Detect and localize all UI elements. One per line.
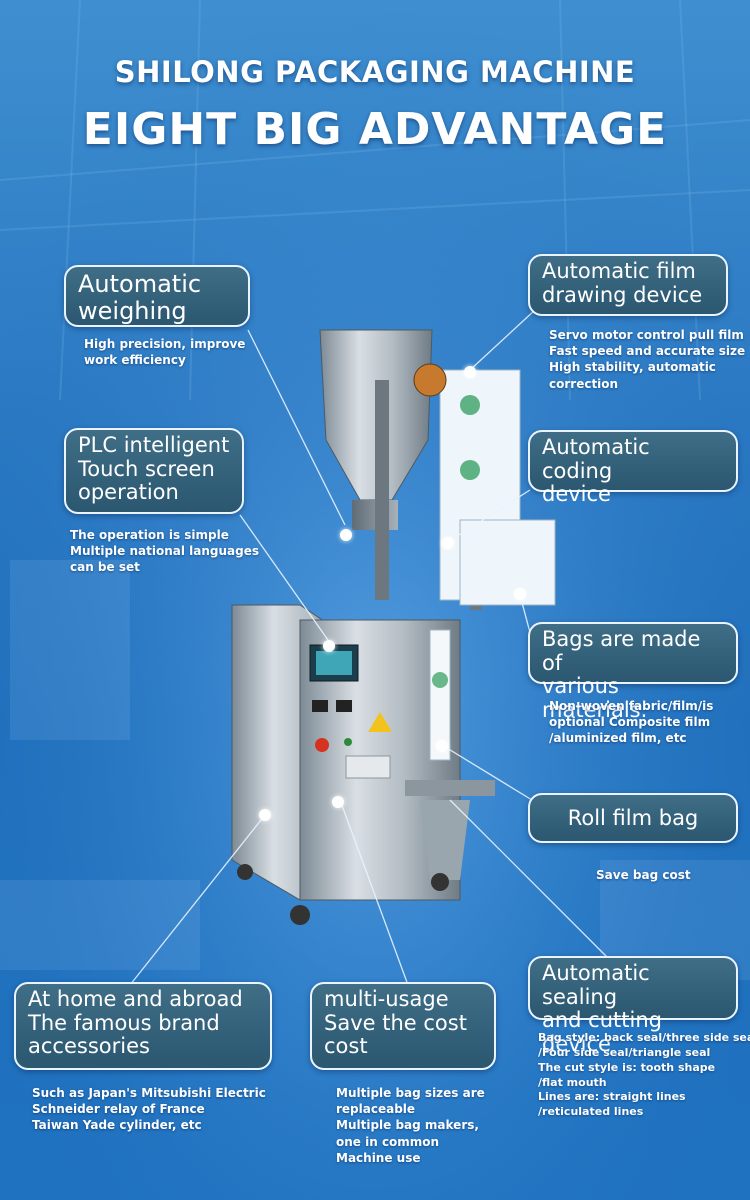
label-line: Automatic coding xyxy=(542,435,650,483)
title-line-1: SHILONG PACKAGING MACHINE xyxy=(114,55,636,89)
desc-line: /aluminized film, etc xyxy=(549,731,687,746)
feature-brand-desc: Such as Japan's Mitsubishi Electric Schn… xyxy=(32,1085,266,1134)
desc-line: High precision, improve xyxy=(84,337,246,351)
desc-line: Multiple national languages xyxy=(70,544,259,559)
feature-bags-label: Bags are made of various materials. xyxy=(528,622,738,721)
hotspot-brand xyxy=(259,809,271,821)
hotspot-multi-usage xyxy=(332,796,344,808)
desc-line: Save bag cost xyxy=(596,868,691,882)
hotspot-plc xyxy=(323,640,335,652)
desc-line: Fast speed and accurate size xyxy=(549,344,746,359)
feature-plc-label: PLC intelligent Touch screen operation xyxy=(64,428,244,514)
hotspot-weighing xyxy=(340,529,352,541)
desc-line: Taiwan Yade cylinder, etc xyxy=(32,1118,202,1133)
desc-line: Schneider relay of France xyxy=(32,1102,205,1117)
desc-line: optional Composite film xyxy=(549,715,711,730)
desc-line: /Four side seal/triangle seal xyxy=(538,1045,711,1059)
desc-line: Non-woven fabric/film/is xyxy=(549,699,714,713)
label-line: multi-usage xyxy=(324,987,449,1011)
desc-line: work efficiency xyxy=(84,353,186,368)
hotspot-bags xyxy=(514,588,526,600)
feature-weighing-desc: High precision, improve work efficiency xyxy=(84,336,245,368)
feature-roll-film-desc: Save bag cost xyxy=(596,867,691,883)
feature-sealing-label: Automatic sealing and cutting device xyxy=(528,956,738,1055)
hotspot-coding xyxy=(442,537,454,549)
desc-line: Bag style: back seal/three side seal xyxy=(538,1031,750,1044)
desc-line: Multiple bag makers, xyxy=(336,1118,479,1133)
feature-film-drawing-desc: Servo motor control pull film Fast speed… xyxy=(549,327,745,392)
label-line: Touch screen xyxy=(78,456,215,481)
desc-line: Such as Japan's Mitsubishi Electric xyxy=(32,1086,266,1100)
feature-sealing-desc: Bag style: back seal/three side seal /Fo… xyxy=(538,1031,750,1120)
feature-roll-film-label: Roll film bag xyxy=(528,793,738,843)
label-line: accessories xyxy=(28,1034,150,1059)
label-line: Save the cost xyxy=(324,1010,467,1035)
desc-line: Lines are: straight lines xyxy=(538,1090,686,1104)
label-line: Bags are made of xyxy=(542,627,701,675)
label-line: weighing xyxy=(78,296,187,325)
feature-plc-desc: The operation is simple Multiple nationa… xyxy=(70,527,259,576)
title-line-2: EIGHT BIG ADVANTAGE xyxy=(82,104,668,155)
label-line: various materials. xyxy=(542,674,648,722)
desc-line: Machine use xyxy=(336,1150,421,1165)
label-line: PLC intelligent xyxy=(78,433,230,457)
feature-coding-label: Automatic coding device xyxy=(528,430,738,506)
label-line: At home and abroad xyxy=(28,987,243,1011)
desc-line: /flat mouth xyxy=(538,1075,607,1089)
label-line: The famous brand xyxy=(28,1010,220,1035)
desc-line: Multiple bag sizes are xyxy=(336,1086,485,1100)
label-line: and cutting device xyxy=(542,1008,662,1056)
feature-multi-usage-label: multi-usage Save the cost cost xyxy=(310,982,496,1070)
label-line: cost xyxy=(324,1034,368,1059)
desc-line: /reticulated lines xyxy=(538,1105,644,1119)
feature-weighing-label: Automatic weighing xyxy=(64,265,250,327)
desc-line: one in common xyxy=(336,1134,440,1149)
label-line: Automatic film xyxy=(542,259,696,283)
feature-film-drawing-label: Automatic film drawing device xyxy=(528,254,728,316)
hotspot-roll-film xyxy=(436,740,448,752)
label-line: Automatic sealing xyxy=(542,961,650,1009)
label-line: operation xyxy=(78,480,179,505)
desc-line: replaceable xyxy=(336,1102,416,1117)
label-line: Roll film bag xyxy=(567,806,699,830)
desc-line: Servo motor control pull film xyxy=(549,328,744,342)
feature-bags-desc: Non-woven fabric/film/is optional Compos… xyxy=(549,698,713,747)
desc-line: correction xyxy=(549,376,619,391)
desc-line: The cut style is: tooth shape xyxy=(538,1060,716,1074)
desc-line: High stability, automatic xyxy=(549,360,716,375)
label-line: device xyxy=(542,482,611,507)
feature-brand-label: At home and abroad The famous brand acce… xyxy=(14,982,272,1070)
label-line: Automatic xyxy=(78,270,202,298)
label-line: drawing device xyxy=(542,282,703,307)
hotspot-film-drawing xyxy=(464,366,476,378)
feature-multi-usage-desc: Multiple bag sizes are replaceable Multi… xyxy=(336,1085,485,1166)
desc-line: The operation is simple xyxy=(70,528,229,542)
desc-line: can be set xyxy=(70,560,140,575)
